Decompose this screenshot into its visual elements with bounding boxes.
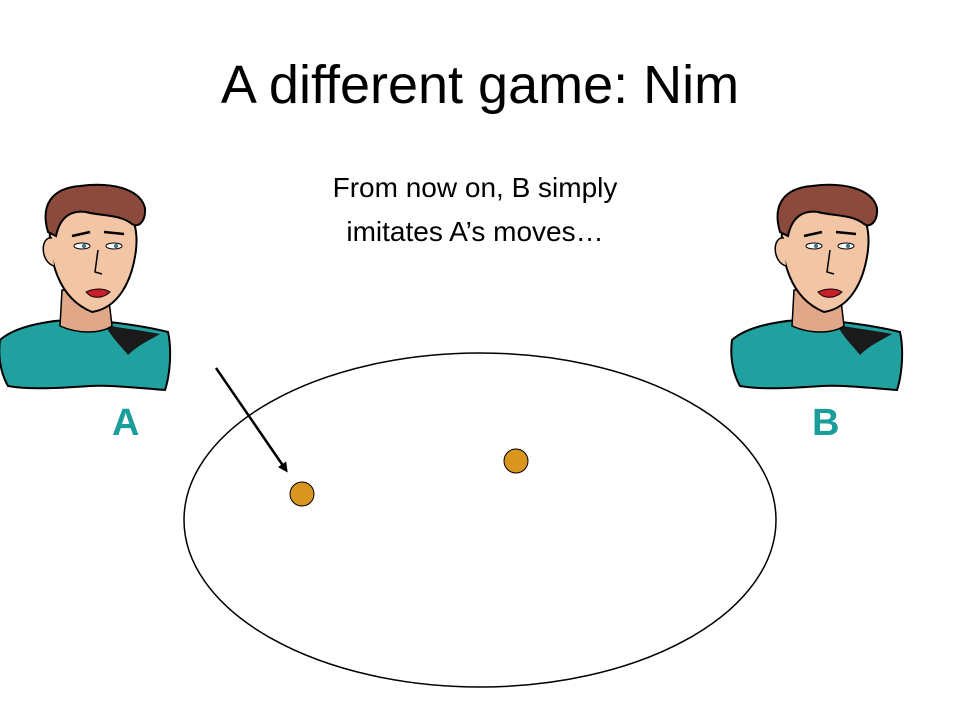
player-a-figure (0, 183, 172, 392)
subtitle-line-2: imitates A’s moves… (346, 216, 604, 247)
coin-1[interactable] (289, 481, 315, 507)
player-b-figure (730, 183, 904, 392)
coin-2[interactable] (503, 448, 529, 474)
subtitle-line-1: From now on, B simply (332, 172, 618, 203)
game-board-ellipse (183, 352, 777, 688)
player-b-label: B (812, 402, 840, 444)
player-a-label: A (112, 402, 140, 444)
slide-subtitle: From now on, B simply imitates A’s moves… (230, 166, 720, 254)
move-arrow (214, 367, 288, 473)
slide-title: A different game: Nim (220, 55, 740, 115)
